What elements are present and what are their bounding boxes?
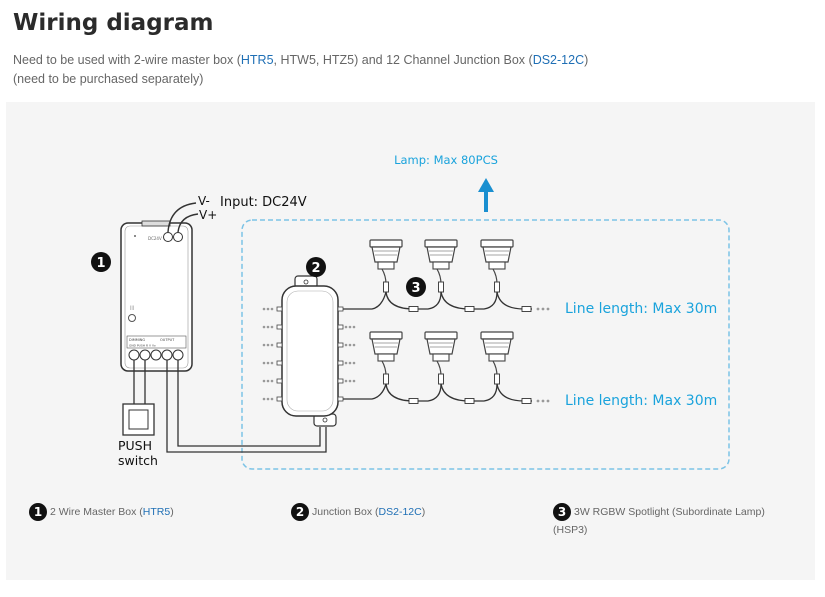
badge-2: 2	[311, 261, 320, 276]
right-port-dots	[344, 325, 356, 383]
legend-ds2-12c-link[interactable]: DS2-12C	[378, 506, 422, 518]
input-wire-vminus	[167, 202, 197, 233]
desc-text-3: )	[584, 53, 589, 67]
lamp-area-dashed-border	[241, 219, 730, 470]
lamp-max-label: Lamp: Max 80PCS	[394, 153, 498, 167]
desc-line-2: (need to be purchased separately)	[13, 72, 204, 86]
legend-text-2: Junction Box (	[312, 506, 379, 519]
legend-badge-2: 2	[291, 503, 309, 522]
master-box: DC24V ||| DIMMING OUTPUT GND PUSH R V Vo	[120, 220, 193, 372]
input-vminus: V-	[198, 194, 210, 208]
page-title: Wiring diagram	[13, 10, 214, 36]
box-pins-label: GND PUSH R V Vo	[129, 344, 156, 348]
box-dimming-label: DIMMING	[129, 338, 145, 342]
desc-text-1: Need to be used with 2-wire master box (	[13, 53, 241, 67]
legend-text-1: 2 Wire Master Box (	[50, 506, 143, 519]
legend-badge-1: 1	[29, 503, 47, 522]
spotlight-icon	[424, 239, 458, 293]
spotlight-icon	[369, 331, 403, 385]
line-length-1: Line length: Max 30m	[565, 301, 717, 317]
lamp-row-1	[343, 239, 550, 312]
box-output-label: OUTPUT	[160, 338, 175, 342]
legend-text-3-line2: (HSP3)	[553, 524, 588, 537]
spotlight-icon	[480, 239, 514, 293]
htr5-link[interactable]: HTR5	[240, 53, 274, 67]
line-length-2: Line length: Max 30m	[565, 393, 717, 409]
lamp-row-2	[343, 331, 550, 404]
input-vplus: V+	[199, 208, 217, 222]
spotlight-icon	[424, 331, 458, 385]
badge-1: 1	[96, 256, 105, 271]
left-port-dots	[262, 307, 274, 401]
junction-box	[276, 275, 344, 427]
input-label: Input: DC24V	[220, 195, 307, 210]
legend-close-2: )	[421, 506, 426, 519]
desc-text-2: , HTW5, HTZ5) and 12 Channel Junction Bo…	[273, 53, 533, 67]
spotlight-icon	[369, 239, 403, 293]
legend-text-3: 3W RGBW Spotlight (Subordinate Lamp)	[574, 506, 765, 519]
badge-3: 3	[411, 281, 420, 296]
input-wire-vplus	[177, 213, 199, 233]
switch-label: switch	[118, 453, 158, 468]
up-arrow-icon	[478, 178, 494, 212]
legend-htr5-link[interactable]: HTR5	[142, 506, 171, 518]
svg-text:DC24V: DC24V	[148, 236, 162, 241]
legend-badge-3: 3	[553, 503, 571, 522]
push-label: PUSH	[118, 438, 152, 453]
spotlight-icon	[480, 331, 514, 385]
description: Need to be used with 2-wire master box (…	[13, 51, 813, 89]
svg-text:|||: |||	[130, 305, 134, 310]
ds2-12c-link[interactable]: DS2-12C	[532, 53, 585, 67]
legend-close-1: )	[170, 506, 174, 519]
